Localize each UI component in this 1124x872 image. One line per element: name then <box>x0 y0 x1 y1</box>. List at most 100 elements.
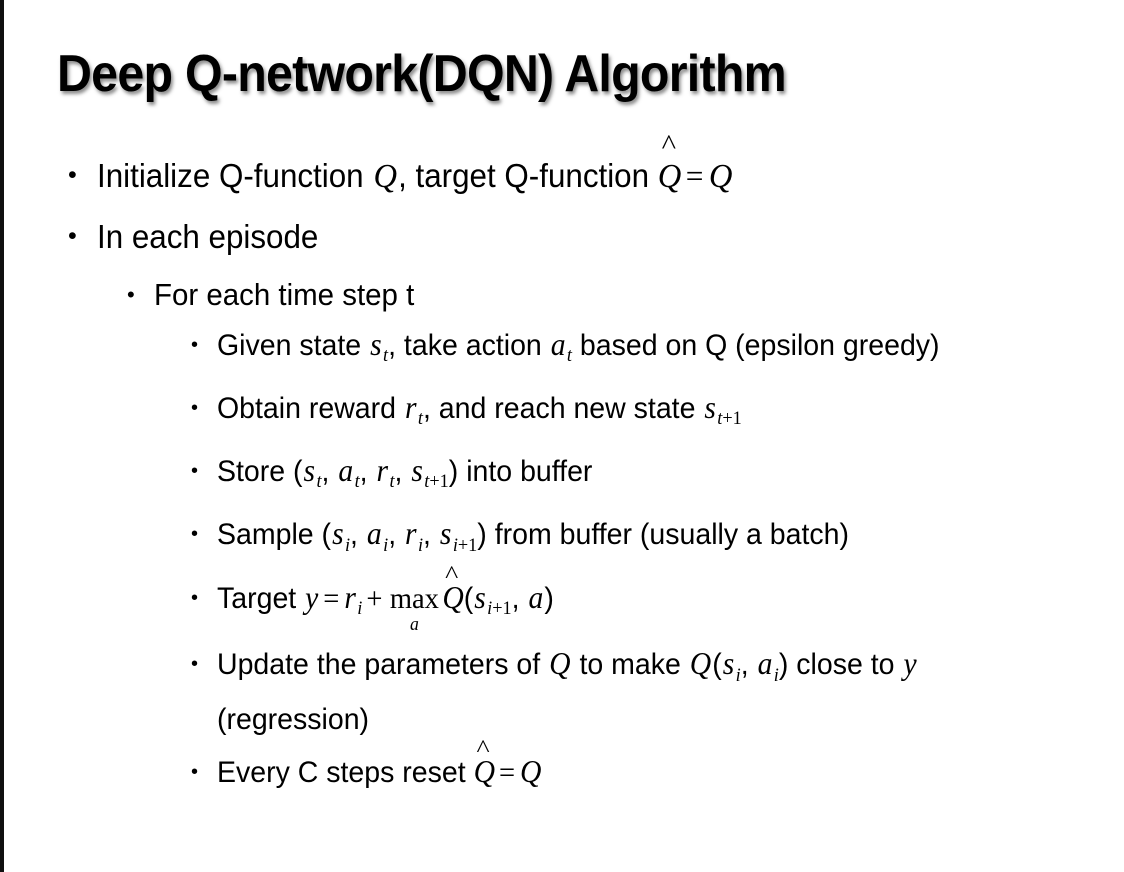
slide-body-bullet-list: •Initialize Q-function Q, target Q-funct… <box>0 146 1124 803</box>
bullet-initialize-q-function: •Initialize Q-function Q, target Q-funct… <box>0 146 1124 207</box>
bullet-sample-from-buffer: •Sample (si, ai, ri, si+1) from buffer (… <box>0 512 1124 567</box>
math-variable: r <box>344 579 356 615</box>
math-subscript: i <box>383 534 389 556</box>
math-variable: a <box>528 579 544 615</box>
math-term: rt <box>376 453 395 492</box>
math-variable: s <box>411 453 423 489</box>
math-subscript: t <box>566 345 572 367</box>
bullet-content: Obtain reward rt, and reach new state st… <box>217 386 1053 441</box>
bullet-text-run: Given state <box>217 329 370 362</box>
bullet-obtain-reward: • Obtain reward rt, and reach new state s… <box>0 386 1124 441</box>
math-subscript: i+1 <box>487 597 512 619</box>
bullet-marker-icon: • <box>68 222 77 250</box>
bullet-text-run: , <box>321 455 338 489</box>
bullet-content: Initialize Q-function Q, target Q-functi… <box>97 146 1073 207</box>
bullet-text-run: , <box>359 455 376 489</box>
math-subscript: i <box>735 664 741 686</box>
math-operator: + <box>366 581 383 615</box>
math-subscript: t+1 <box>424 471 449 493</box>
math-variable: r <box>405 516 417 552</box>
bullet-marker-icon: • <box>68 161 77 189</box>
bullet-text-run: Initialize Q-function <box>97 157 373 194</box>
math-variable: s <box>303 453 316 489</box>
math-subscript: i+1 <box>452 534 478 556</box>
math-term: ai <box>757 646 779 685</box>
math-term: si+1 <box>473 579 511 619</box>
bullet-content: Sample (si, ai, ri, si+1) from buffer (u… <box>217 512 1053 567</box>
math-term: st+1 <box>703 390 741 429</box>
bullet-text-run: , <box>511 581 528 615</box>
math-subscript: t <box>389 471 395 493</box>
bullet-text-run: Store ( <box>217 455 303 489</box>
bullet-in-each-episode: • In each episode <box>0 207 1124 266</box>
math-term: st+1 <box>410 453 448 492</box>
math-subscript: t <box>417 408 423 430</box>
math-term: at <box>337 453 359 492</box>
bullet-text-run: , take action <box>388 329 550 362</box>
bullet-text-run: In each episode <box>97 218 319 255</box>
bullet-content: Target y=ri+maxaQ(si+1, a) <box>217 576 1053 635</box>
math-subscript: t <box>316 471 322 493</box>
math-variable: Q <box>373 157 397 195</box>
math-operator-name: max <box>389 581 439 615</box>
bullet-text-run: ) into buffer <box>448 455 593 489</box>
math-variable-hat: Q <box>442 576 463 620</box>
math-operator: = <box>323 581 340 615</box>
bullet-every-c-steps-reset: • Every C steps reset Q=Q <box>0 750 1124 795</box>
math-variable: a <box>366 516 382 552</box>
math-term: ri <box>343 579 362 619</box>
bullet-text-run: , <box>394 455 411 489</box>
math-subscript: t <box>383 345 389 367</box>
math-operator: = <box>685 159 704 195</box>
math-variable: Q <box>689 646 712 682</box>
bullet-text-run: to make <box>571 648 689 682</box>
bullet-text-run: For each time step t <box>154 277 415 312</box>
math-variable: Q <box>549 646 571 682</box>
bullet-target-equation: •Target y=ri+maxaQ(si+1, a) <box>0 576 1124 635</box>
math-variable-hat: Q <box>658 147 682 206</box>
math-subscript: i <box>773 664 779 686</box>
bullet-text-run: (regression) <box>217 702 370 736</box>
math-subscript: i <box>344 534 351 556</box>
bullet-text-run: Obtain reward <box>217 392 404 426</box>
bullet-text-run: , and reach new state <box>422 392 704 426</box>
bullet-content: In each episode <box>97 207 1073 266</box>
math-subscript: t <box>354 471 360 493</box>
bullet-text-run: Every C steps reset <box>217 755 474 789</box>
bullet-text-run: Sample ( <box>217 518 332 552</box>
math-operator: = <box>498 755 516 789</box>
bullet-marker-icon: • <box>191 397 199 420</box>
bullet-marker-icon: • <box>191 460 199 483</box>
bullet-content: Store (st, at, rt, st+1) into buffer <box>217 449 1053 504</box>
bullet-marker-icon: • <box>127 282 135 307</box>
math-variable-hat: Q <box>474 750 495 794</box>
math-term: si+1 <box>439 516 477 555</box>
bullet-text-run: Target <box>217 581 305 615</box>
bullet-marker-icon: • <box>191 334 199 356</box>
bullet-text-run: ( <box>463 581 474 615</box>
bullet-content: Every C steps reset Q=Q <box>217 750 1053 795</box>
slide-title: Deep Q-network(DQN) Algorithm <box>57 45 787 103</box>
math-term: at <box>550 327 572 366</box>
math-variable: r <box>376 453 389 489</box>
bullet-update-parameters: •Update the parameters of Q to make Q(si… <box>0 642 1124 741</box>
math-term: ri <box>404 516 423 555</box>
bullet-text-run: , <box>350 518 366 552</box>
math-term: si <box>722 646 741 685</box>
bullet-store-into-buffer: •Store (st, at, rt, st+1) into buffer <box>0 449 1124 504</box>
math-variable: s <box>439 516 452 552</box>
bullet-text-run: , target Q-function <box>398 157 658 194</box>
bullet-marker-icon: • <box>191 760 199 783</box>
bullet-text-run: , <box>740 648 757 682</box>
math-variable: Q <box>708 157 733 195</box>
bullet-text-run: ) <box>544 581 554 615</box>
math-variable: s <box>370 327 382 362</box>
bullet-marker-icon: • <box>191 586 199 609</box>
math-variable: s <box>474 579 486 615</box>
bullet-text-run: Update the parameters of <box>217 648 549 682</box>
math-variable: y <box>903 646 917 682</box>
math-subscript: i <box>417 534 424 556</box>
bullet-text-run: ) close to <box>778 648 903 682</box>
math-term: ai <box>366 516 388 555</box>
